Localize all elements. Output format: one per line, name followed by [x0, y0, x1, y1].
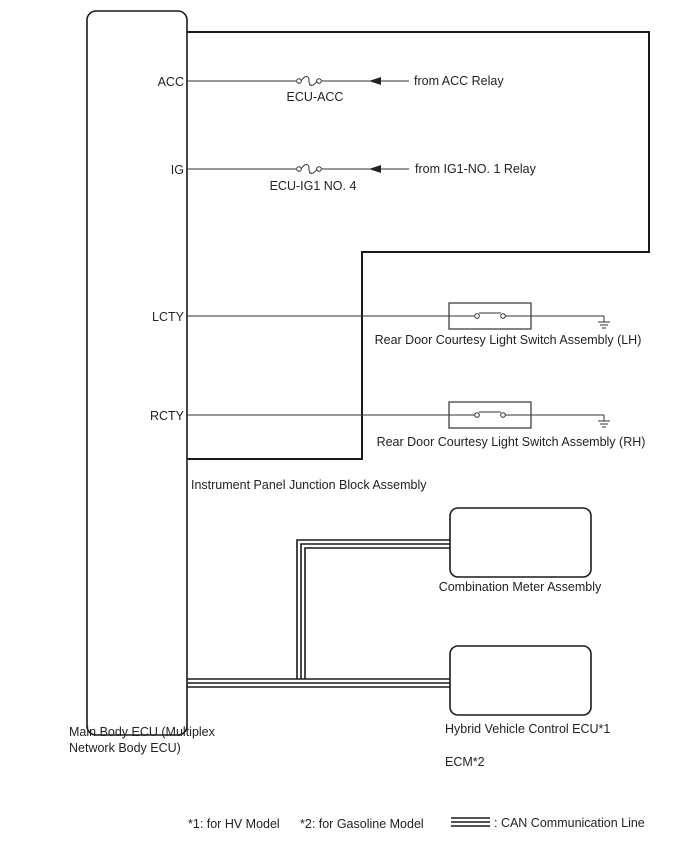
acc-circuit	[187, 76, 409, 86]
rcty-circuit	[187, 401, 610, 429]
ecm-label: ECM*2	[445, 755, 485, 769]
switch-lh-label: Rear Door Courtesy Light Switch Assembly…	[375, 333, 642, 347]
arrow-left-icon	[369, 77, 381, 85]
switch-rh-label: Rear Door Courtesy Light Switch Assembly…	[377, 435, 646, 449]
combination-meter-box	[449, 507, 592, 578]
can-line-legend-icon	[451, 817, 490, 827]
hybrid-ecu-box	[449, 645, 592, 716]
arrow-left-icon	[369, 165, 381, 173]
fuse-ig-label: ECU-IG1 NO. 4	[270, 179, 357, 193]
main-body-ecu-box	[86, 10, 188, 736]
junction-block-outline	[187, 31, 650, 460]
acc-relay-source: from ACC Relay	[414, 74, 504, 88]
junction-block-label: Instrument Panel Junction Block Assembly	[191, 478, 427, 492]
ground-icon	[598, 415, 610, 428]
legend-note2: *2: for Gasoline Model	[300, 817, 424, 831]
fuse-icon	[296, 76, 322, 86]
can-bus	[187, 539, 450, 688]
fuse-acc-label: ECU-ACC	[287, 90, 344, 104]
lcty-circuit	[187, 302, 610, 330]
terminal-acc-label: ACC	[158, 75, 184, 89]
ground-icon	[598, 316, 610, 329]
main-body-ecu-label-line1: Main Body ECU (Multiplex	[69, 725, 216, 739]
terminal-rcty-label: RCTY	[150, 409, 185, 423]
terminal-ig-label: IG	[171, 163, 184, 177]
main-body-ecu-label-line2: Network Body ECU)	[69, 741, 181, 755]
terminal-lcty-label: LCTY	[152, 310, 185, 324]
legend-note1: *1: for HV Model	[188, 817, 280, 831]
ig-circuit	[187, 164, 409, 174]
hybrid-ecu-label: Hybrid Vehicle Control ECU*1	[445, 722, 610, 736]
ig-relay-source: from IG1-NO. 1 Relay	[415, 162, 537, 176]
combination-meter-label: Combination Meter Assembly	[439, 580, 602, 594]
legend-can-line: : CAN Communication Line	[494, 816, 645, 830]
fuse-icon	[296, 164, 322, 174]
